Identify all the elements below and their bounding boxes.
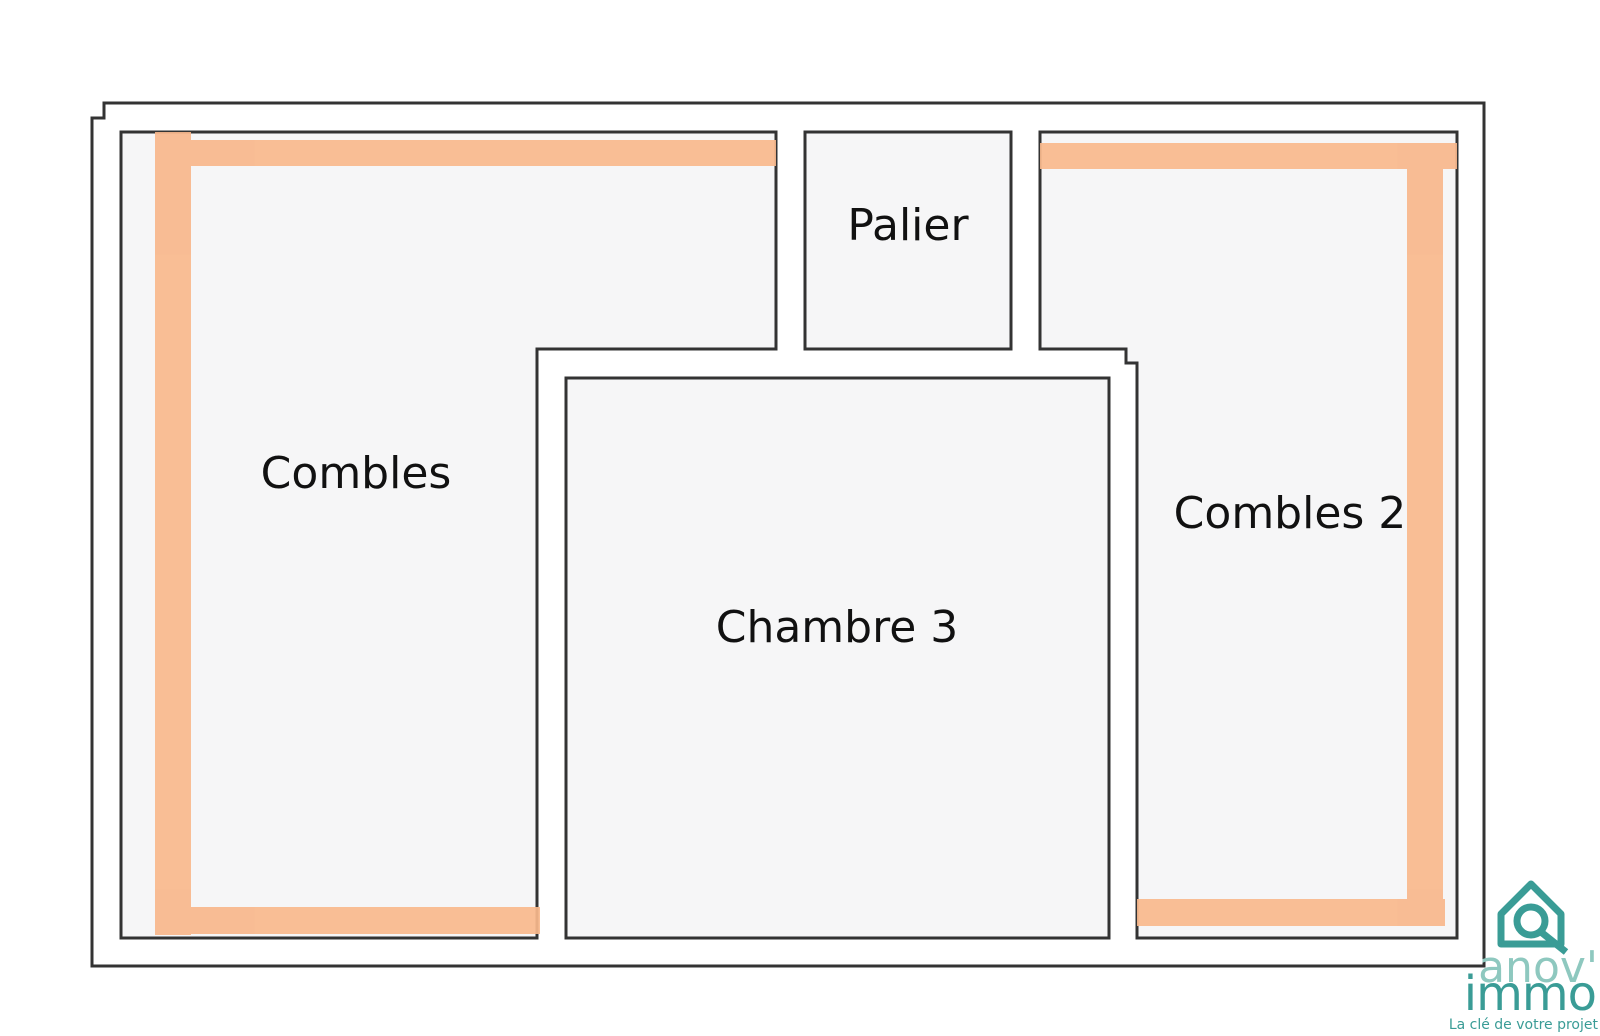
room-palier [803, 130, 1013, 351]
label-combles-2: Combles 2 [1174, 488, 1407, 539]
house-key-icon [1497, 880, 1569, 955]
logo-name-part1: anov' [1478, 942, 1598, 993]
logo-tagline: La clé de votre projet [1449, 1017, 1599, 1033]
band-combles-bottom [155, 907, 540, 934]
room-combles [119, 130, 778, 940]
label-palier: Palier [847, 200, 969, 251]
label-chambre-3: Chambre 3 [716, 602, 959, 653]
anov-immo-logo: anov' immo La clé de votre projet [1449, 880, 1599, 1033]
band-combles-2-top [1040, 143, 1457, 169]
room-combles-2 [1038, 130, 1459, 940]
room-chambre-3 [564, 376, 1111, 940]
low-ceiling-bands [155, 132, 1457, 935]
label-combles: Combles [261, 448, 452, 499]
band-combles-left [155, 132, 191, 935]
band-combles-top [155, 140, 776, 166]
band-combles-2-right [1407, 143, 1443, 926]
band-combles-2-bottom [1137, 899, 1445, 926]
logo-name-part2: immo [1464, 966, 1596, 1022]
